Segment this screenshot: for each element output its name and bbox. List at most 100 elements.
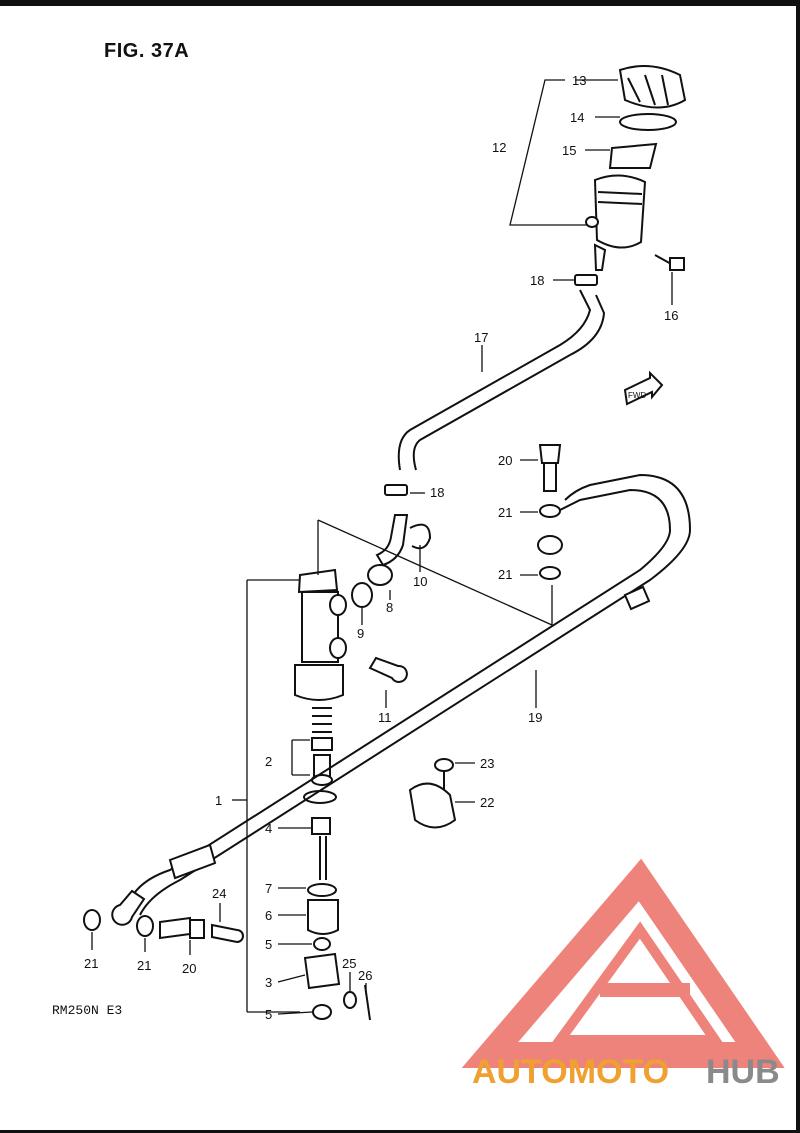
boot (311, 817, 331, 835)
lower-bolt-head (189, 919, 205, 939)
hose-sleeve-lower (168, 843, 217, 880)
body-ridge (597, 201, 643, 205)
union-bolt-head (538, 444, 562, 464)
top-border (0, 0, 800, 6)
primary-cup (311, 737, 333, 751)
callout-10: 10 (413, 574, 427, 589)
cylinder-top (297, 568, 339, 594)
circlip-7 (307, 883, 337, 897)
hose-clamp-bottom (384, 484, 408, 496)
cylinder-ear (329, 637, 347, 659)
callout-20-top: 20 (498, 453, 512, 468)
lower-union-bolt (159, 916, 191, 940)
cap-ridge (644, 74, 656, 106)
fwd-arrow-icon: FWD (623, 370, 664, 406)
callout-21-b: 21 (498, 567, 512, 582)
figure-title: FIG. 37A (104, 40, 190, 62)
callout-18-mid: 18 (430, 485, 444, 500)
bracket-12 (509, 79, 588, 226)
banjo-lower (111, 889, 146, 926)
callout-2: 2 (265, 754, 272, 769)
callout-4: 4 (265, 821, 272, 836)
leader-lines (91, 79, 673, 1015)
callout-11: 11 (378, 710, 392, 725)
o-ring (351, 582, 373, 608)
clevis (303, 952, 341, 990)
callout-7: 7 (265, 881, 272, 896)
gasket-upper-b (539, 566, 561, 580)
rod-end (307, 899, 339, 935)
callout-3: 3 (265, 975, 272, 990)
right-border (796, 0, 800, 1133)
callout-20-bottom: 20 (182, 961, 196, 976)
leader-3 (277, 974, 306, 983)
callout-21-a: 21 (498, 505, 512, 520)
callout-5-lower: 5 (265, 1007, 272, 1022)
diaphragm-plate (619, 113, 677, 131)
model-code: RM250N E3 (52, 1003, 123, 1018)
callout-5-upper: 5 (265, 937, 272, 952)
reservoir-hose (397, 289, 606, 471)
watermark-logo (461, 858, 785, 1068)
banjo-upper (537, 535, 563, 555)
callout-21-d: 21 (137, 958, 151, 973)
reservoir-assembly (585, 65, 687, 271)
callout-15: 15 (562, 143, 576, 158)
hose-union-parts (351, 514, 432, 608)
cylinder-ear (329, 594, 347, 616)
callout-21-c: 21 (84, 956, 98, 971)
callout-8: 8 (386, 600, 393, 615)
master-cylinder (294, 568, 408, 701)
leader-5b (277, 1011, 313, 1015)
diaphragm (608, 142, 658, 169)
callout-numbers: 13 14 12 15 18 16 17 18 20 21 21 8 9 10 … (84, 73, 678, 1022)
gasket-lower-b (136, 915, 154, 937)
callout-22: 22 (480, 795, 494, 810)
callout-6: 6 (265, 908, 272, 923)
bolt-24 (211, 923, 244, 944)
body-ridge (597, 191, 643, 195)
reservoir-body (593, 174, 647, 249)
circlip (409, 523, 432, 550)
callout-1: 1 (215, 793, 222, 808)
callout-16: 16 (664, 308, 678, 323)
cylinder-body (301, 591, 339, 663)
hose-clamp-top (574, 274, 598, 286)
callout-24: 24 (212, 886, 226, 901)
brake-hose (129, 473, 692, 916)
union-fitting (367, 564, 393, 586)
hose-guide-clamp (408, 758, 457, 829)
cap-ridge (661, 74, 669, 106)
callout-12: 12 (492, 140, 506, 155)
callout-23: 23 (480, 756, 494, 771)
nut-lower (312, 1004, 332, 1020)
fwd-label: FWD (628, 391, 646, 400)
cylinder-base (294, 664, 344, 701)
callout-26: 26 (358, 968, 372, 983)
mount-screw (368, 656, 408, 683)
nut-upper (313, 937, 331, 951)
hose-end-fittings (111, 444, 651, 926)
callout-14: 14 (570, 110, 584, 125)
washer-25 (343, 991, 357, 1009)
callout-9: 9 (357, 626, 364, 641)
reservoir-cap (618, 65, 687, 109)
union-bolt-shaft (543, 462, 557, 492)
guide-screw-head (434, 758, 454, 772)
reservoir-bolt-head (669, 257, 685, 271)
cap-ridge (627, 77, 641, 103)
hose-guide (408, 782, 457, 829)
bottom-border (0, 1130, 800, 1133)
callout-18-top: 18 (530, 273, 544, 288)
hose-sleeve-upper (623, 585, 651, 611)
master-cylinder-internals (303, 707, 371, 1021)
mount-hole (585, 216, 599, 228)
lower-fittings (83, 909, 244, 944)
bracket-top-diag (317, 519, 553, 626)
callout-25: 25 (342, 956, 356, 971)
watermark-text: AUTOMOTO HUB (472, 1053, 780, 1091)
callout-19: 19 (528, 710, 542, 725)
return-spring (312, 707, 332, 733)
